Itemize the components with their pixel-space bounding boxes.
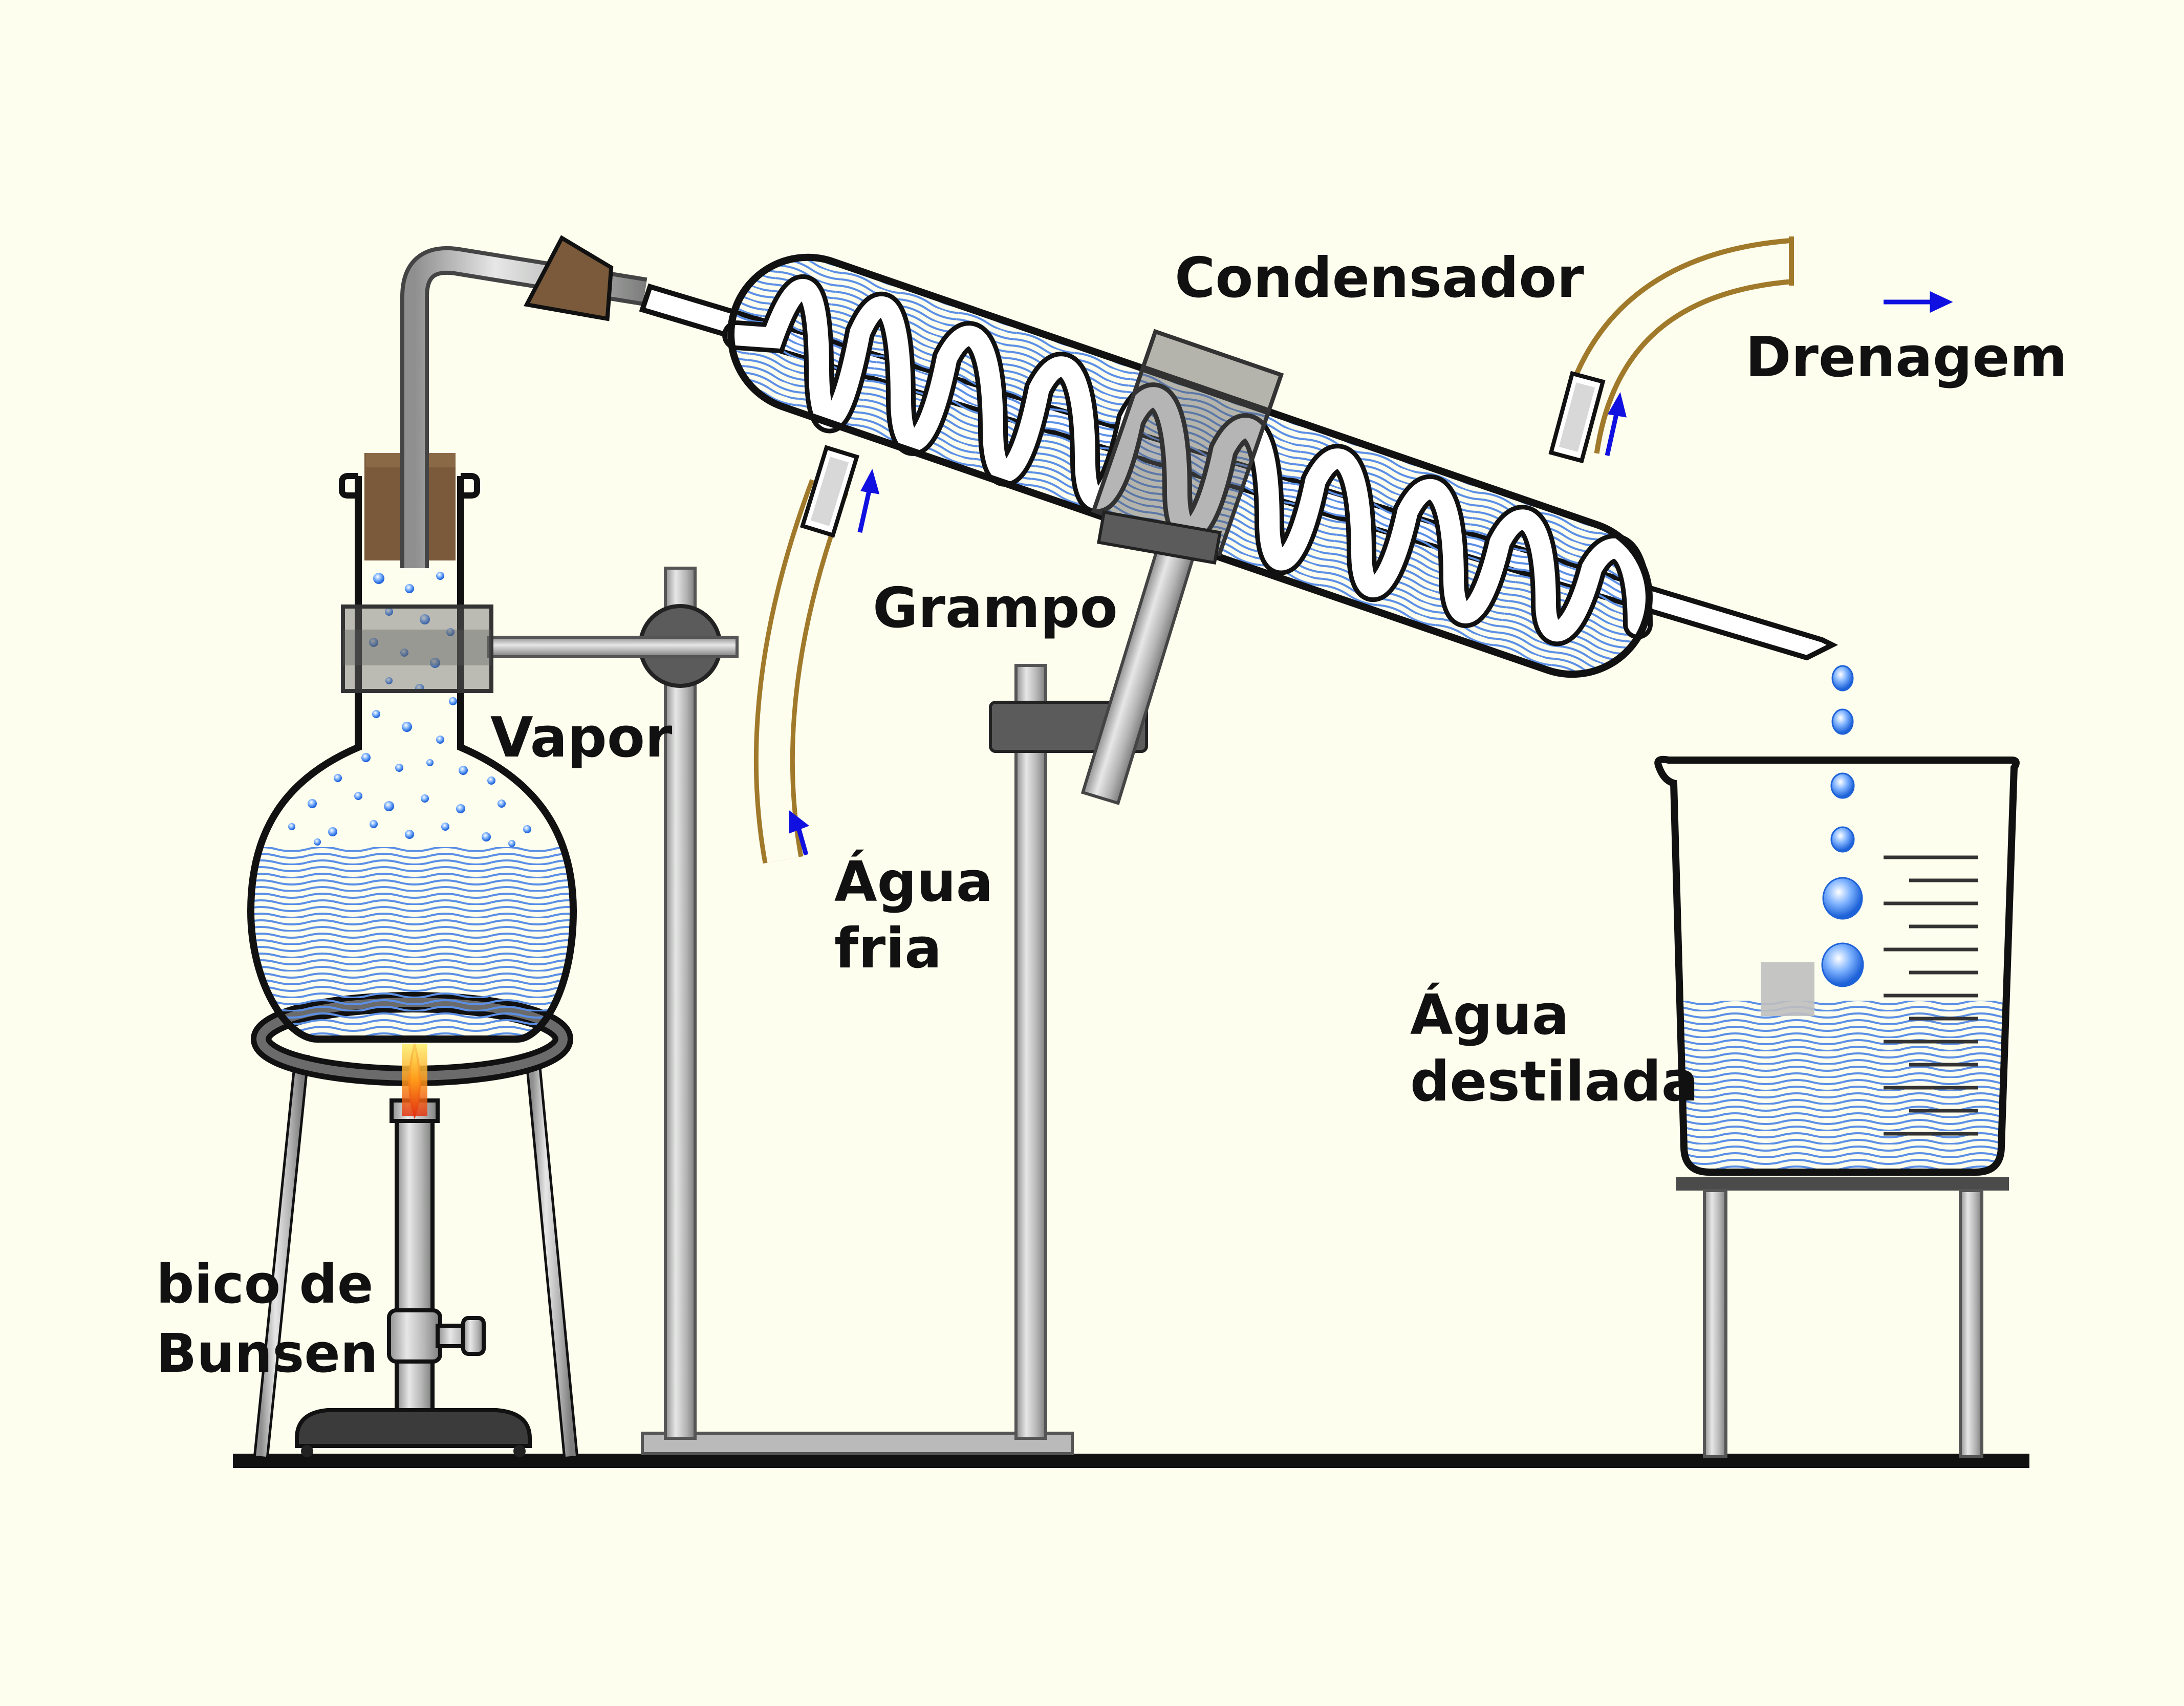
flow-arrows [789,291,1953,856]
label-drain: Drenagem [1745,326,2067,390]
beaker-graduations [1884,855,1978,1136]
label-clamp: Grampo [873,576,1118,640]
bunsen-burner [295,1044,532,1457]
condenser [639,236,1839,695]
cold-water-hose [753,445,860,864]
drain-hose [1548,236,1794,464]
boiling-flask [247,453,577,1043]
beaker-stand [1676,1177,2009,1458]
label-burner-line2: Bunsen [156,1322,378,1385]
distillate-drops [1821,665,1864,987]
vapor-tube [400,235,647,568]
lab-stand [487,567,1148,1455]
ice-cube [1761,962,1814,1016]
label-cold-water-line1: Água [834,849,993,914]
bench-line [233,1454,2029,1468]
vapor-bubbles [288,572,531,847]
label-vapor: Vapor [490,706,672,770]
condenser-cork [523,235,614,321]
label-condenser: Condensador [1175,246,1584,310]
beaker [1654,755,2020,1176]
label-distilled-line2: destilada [1410,1050,1699,1114]
label-cold-water-line2: fria [834,917,942,981]
label-burner-line1: bico de [156,1253,373,1315]
label-distilled-line1: Água [1410,982,1569,1047]
flask-clamp [341,604,493,693]
